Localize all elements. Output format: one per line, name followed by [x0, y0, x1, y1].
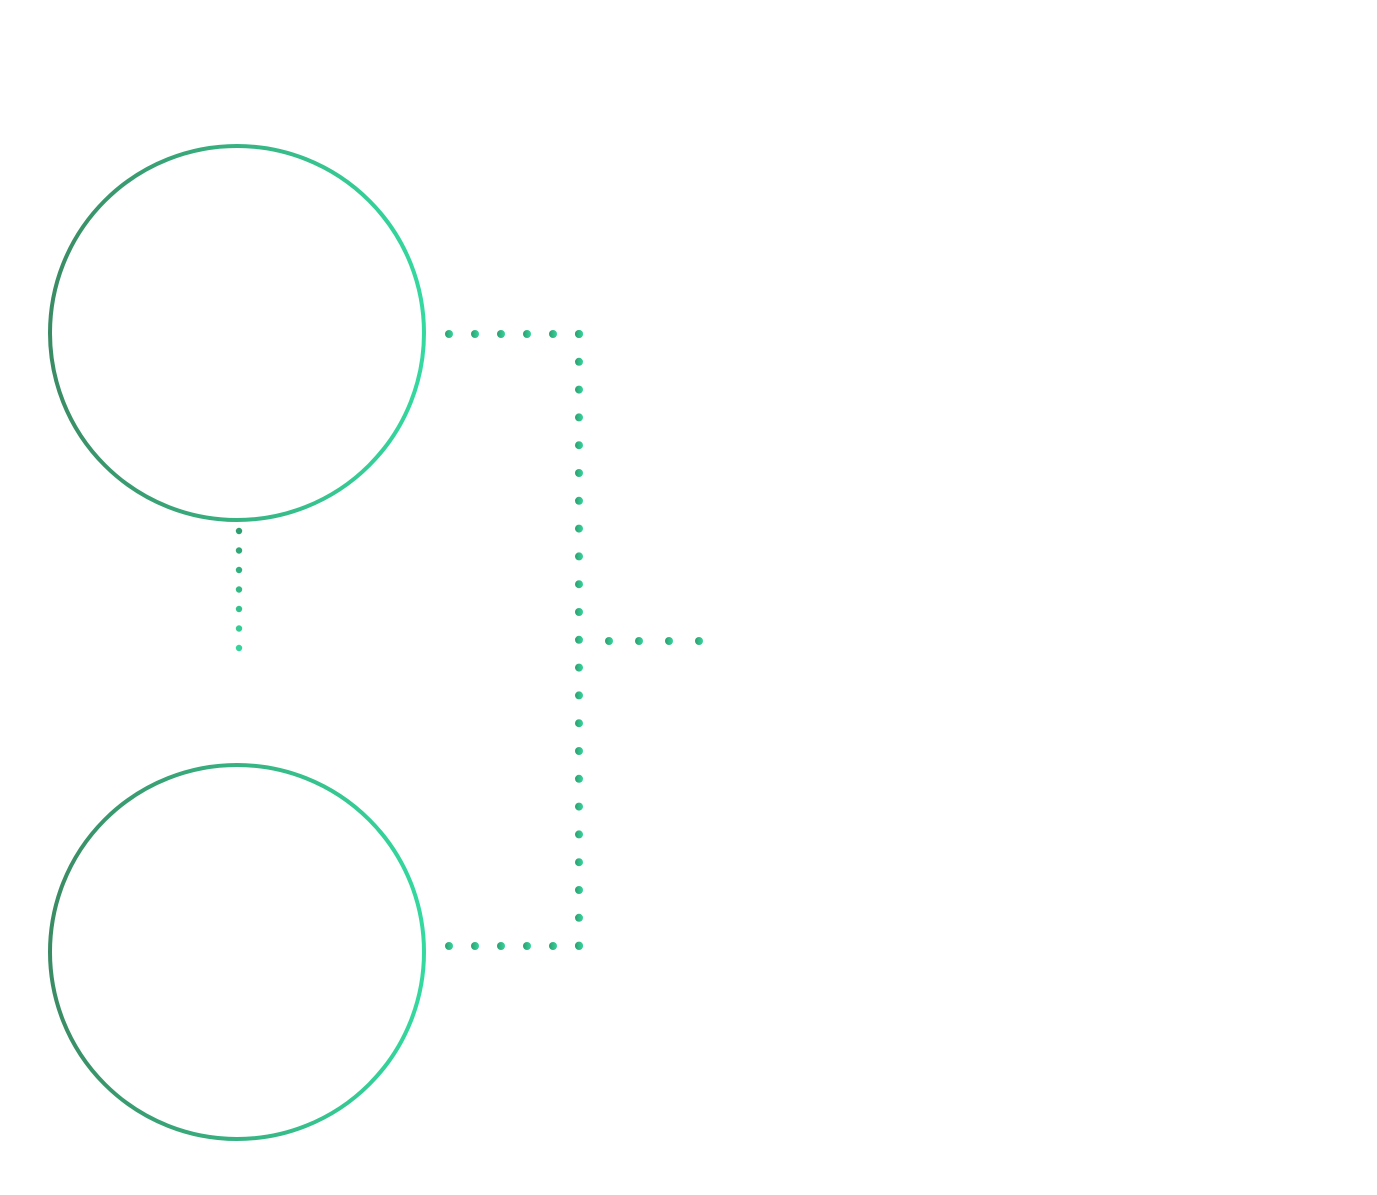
- connector-dot: [575, 608, 583, 616]
- connector-dot: [575, 580, 583, 589]
- connector-dot: [549, 330, 557, 338]
- connector-dot: [695, 637, 703, 645]
- connector-dot: [523, 942, 531, 950]
- connector-bracket-to-right: [605, 637, 703, 645]
- connector-dot: [497, 942, 505, 950]
- connector-dot: [235, 625, 243, 632]
- top-circle: [48, 144, 426, 522]
- connector-dot: [575, 385, 583, 394]
- connector-bracket-vertical: [575, 330, 583, 950]
- connector-bottom-to-bracket: [445, 942, 583, 950]
- connector-dot: [665, 637, 673, 645]
- connector-dot: [575, 357, 583, 366]
- connector-dot: [575, 663, 583, 672]
- node-bottom: [48, 763, 426, 1141]
- connector-dot: [549, 942, 557, 950]
- connector-dot: [575, 413, 583, 422]
- connector-dot: [497, 330, 505, 338]
- connector-dot: [575, 496, 583, 505]
- connector-dot: [575, 886, 583, 894]
- connector-dot: [445, 330, 453, 338]
- connector-dot: [575, 747, 583, 755]
- connector-dot: [575, 802, 583, 811]
- connector-dot: [235, 547, 243, 554]
- connector-dot: [575, 552, 583, 561]
- connector-dot: [575, 691, 583, 700]
- connector-dot: [445, 942, 453, 950]
- connector-dot: [575, 441, 583, 450]
- connector-top-to-bracket: [445, 330, 583, 338]
- connector-dot: [235, 644, 243, 652]
- connector-dot: [235, 586, 243, 593]
- connector-dot: [235, 527, 243, 535]
- connector-dot: [575, 830, 583, 839]
- node-top: [48, 144, 426, 522]
- connector-dot: [235, 566, 243, 574]
- connector-dot: [605, 637, 613, 645]
- bottom-circle: [48, 763, 426, 1141]
- connector-dot: [575, 774, 583, 783]
- connector-dot: [471, 942, 479, 950]
- connector-dot: [575, 524, 583, 533]
- connector-dot: [575, 858, 583, 867]
- connector-dot: [575, 330, 583, 338]
- connector-dot: [523, 330, 531, 338]
- connector-dot: [575, 913, 583, 922]
- connector-dot: [575, 942, 583, 950]
- connector-top-down: [235, 527, 243, 652]
- connector-dot: [635, 637, 643, 645]
- connector-dot: [575, 469, 583, 477]
- connector-dot: [575, 635, 583, 644]
- connector-dot: [235, 605, 243, 613]
- connector-dot: [471, 330, 479, 338]
- connector-dot: [575, 719, 583, 728]
